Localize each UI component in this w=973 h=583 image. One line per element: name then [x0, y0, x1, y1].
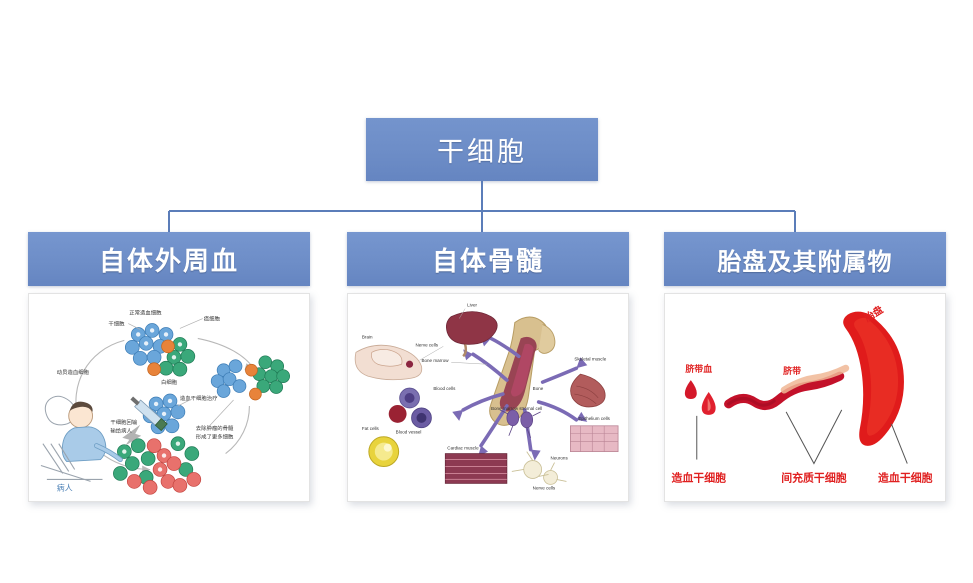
label-umbilical-cord: 脐带 [783, 365, 801, 376]
category-header-placenta: 胎盘及其附属物 [664, 232, 946, 286]
blood-cells-graphic [388, 387, 432, 429]
annotation-white-cell: 白细胞 [161, 378, 178, 386]
placenta-organ-graphic [843, 311, 904, 446]
illustration-panel-bone-marrow: Liver Brain Nerve cells Bone marrow Bloo… [347, 293, 629, 502]
cell-cluster-bottom [113, 436, 202, 495]
label-brain: Brain [362, 334, 373, 339]
annotation-therapy: 造血干细胞治疗 [180, 394, 218, 402]
syringe-icon [122, 396, 168, 446]
label-bone: Bone [533, 386, 544, 391]
bone-marrow-labels: Liver Brain Nerve cells Bone marrow Bloo… [362, 303, 611, 491]
root-node-stem-cells: 干细胞 [366, 118, 598, 181]
liver-graphic [446, 311, 498, 358]
label-fat-cells: Fat cells [362, 426, 380, 431]
cell-cluster-right-upper [210, 355, 290, 401]
placenta-illustration: 脐带血 脐带 胎盘 造血干细胞 间充质干细胞 造血干细胞 [671, 303, 933, 485]
root-node-label: 干细胞 [437, 137, 527, 167]
epithelium-graphic [570, 425, 619, 453]
category-label-bone-marrow: 自体骨髓 [431, 245, 544, 276]
illustration-panel-peripheral-blood: 病人 正常造血细胞 干细胞 癌细胞 白细胞 [28, 293, 310, 502]
cell-label-hematopoietic-left: 造血干细胞 [671, 470, 726, 484]
label-bone-marrow: Bone marrow [421, 358, 449, 363]
label-blood-cells: Blood cells [433, 386, 456, 391]
label-nerve-cell-2: Nerve cells [533, 485, 556, 490]
label-neurons: Neurons [551, 456, 569, 461]
patient-label: 病人 [57, 482, 73, 492]
cell-cluster-top [124, 323, 196, 377]
category-label-peripheral-blood: 自体外周血 [98, 245, 239, 276]
brain-graphic [354, 344, 423, 381]
label-liver: Liver [467, 303, 477, 308]
label-nerve-cells: Nerve cells [416, 342, 439, 347]
category-header-bone-marrow: 自体骨髓 [347, 232, 629, 286]
category-column-peripheral-blood: 自体外周血 [28, 232, 310, 502]
label-blood-vessel: Blood vessel [396, 430, 422, 435]
category-header-peripheral-blood: 自体外周血 [28, 232, 310, 286]
annotation-normal-hematopoietic: 正常造血细胞 [129, 309, 162, 317]
cardiac-muscle-graphic [444, 453, 508, 484]
label-cardiac: Cardiac muscle [447, 446, 479, 451]
label-epithelium: Epithelium cells [578, 416, 610, 421]
illustration-annotations: 正常造血细胞 干细胞 癌细胞 白细胞 动员造血细胞 造血干细胞治疗 干细胞回输 … [57, 309, 234, 441]
peripheral-blood-cycle-illustration: 病人 正常造血细胞 干细胞 癌细胞 白细胞 [40, 309, 290, 495]
category-column-bone-marrow: 自体骨髓 [347, 232, 629, 502]
fat-cell-graphic [368, 436, 400, 468]
neuron-graphic [511, 451, 567, 485]
umbilical-cord-graphic [724, 364, 850, 410]
annotation-leukocyte: 癌细胞 [204, 315, 221, 323]
cell-label-hematopoietic-right: 造血干细胞 [878, 470, 933, 484]
category-column-placenta: 胎盘及其附属物 [664, 232, 946, 502]
stromal-cell-graphic [499, 409, 541, 438]
label-cord-blood: 脐带血 [685, 363, 712, 374]
cord-blood-drops-graphic [684, 380, 716, 415]
patient-illustration: 病人 [40, 395, 123, 492]
label-skeletal: Skeletal muscle [574, 356, 606, 361]
annotation-reinfusion-1: 干细胞回输 [110, 418, 137, 426]
bone-graphic [489, 316, 556, 426]
annotation-expansion-2: 形成了更多细胞 [196, 433, 234, 441]
skeletal-muscle-graphic [570, 373, 606, 408]
category-label-placenta: 胎盘及其附属物 [717, 248, 893, 276]
annotation-mobilized: 动员造血细胞 [57, 368, 90, 376]
annotation-stem-cell: 干细胞 [108, 320, 125, 328]
illustration-panel-placenta: 脐带血 脐带 胎盘 造血干细胞 间充质干细胞 造血干细胞 [664, 293, 946, 502]
cell-label-mesenchymal: 间充质干细胞 [781, 470, 847, 484]
annotation-reinfusion-2: 输给病人 [110, 427, 132, 435]
label-leader-lines [696, 409, 908, 465]
label-stromal: Bone marrow stromal cell [491, 406, 542, 411]
annotation-expansion-1: 去除肿瘤的骨髓 [196, 424, 234, 432]
bone-marrow-differentiation-illustration: Liver Brain Nerve cells Bone marrow Bloo… [354, 303, 619, 491]
